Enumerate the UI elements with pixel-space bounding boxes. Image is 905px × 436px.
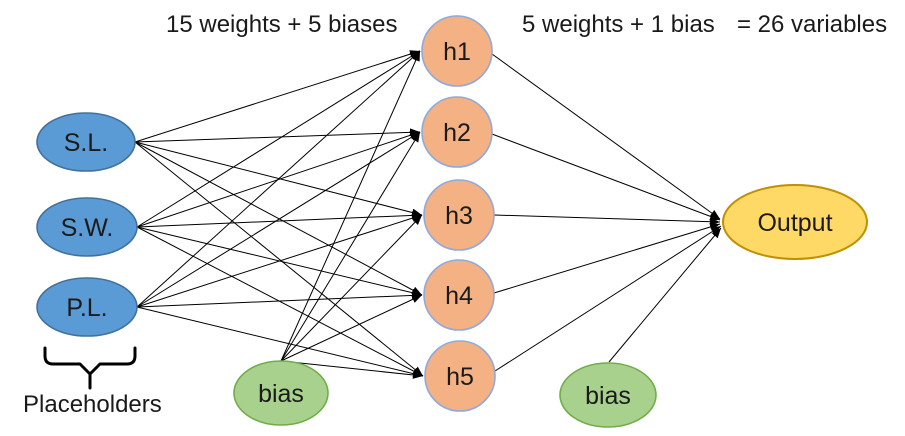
output-node	[722, 184, 868, 260]
edges-hidden-to-output	[491, 53, 722, 372]
output-params-annotation: 5 weights + 1 bias	[522, 11, 715, 38]
hidden-node-h4-label: h4	[445, 282, 473, 310]
hidden-node-h4	[423, 259, 495, 331]
edge-line	[491, 53, 721, 220]
hidden-node-h3-label: h3	[445, 202, 473, 230]
output-layer: Output	[722, 184, 868, 260]
edges-bias-to-hidden	[280, 50, 424, 379]
edge-line	[136, 291, 423, 308]
hidden-node-h2	[421, 96, 493, 168]
placeholders-brace	[43, 346, 137, 376]
edge-line	[136, 50, 421, 228]
edge-line	[134, 141, 424, 377]
edge-line	[493, 223, 721, 294]
edge-line	[280, 50, 421, 362]
edge-line	[280, 214, 423, 362]
edge-line	[608, 227, 722, 363]
hidden-node-h3	[423, 179, 495, 251]
hidden-node-h2-label: h2	[443, 119, 471, 147]
hidden-bias-label: bias	[258, 380, 304, 408]
hidden-node-h1-label: h1	[443, 38, 471, 66]
annotations: 15 weights + 5 biases 5 weights + 1 bias…	[23, 11, 887, 418]
placeholders-label: Placeholders	[23, 391, 162, 418]
total-variables-annotation: = 26 variables	[737, 11, 887, 38]
edge-line	[136, 214, 423, 308]
hidden-node-h5	[424, 340, 496, 412]
edge-line	[136, 211, 423, 228]
input-node-sl-label: S.L.	[64, 129, 108, 157]
edge-line	[280, 131, 421, 362]
input-node-pl-label: P.L.	[66, 294, 107, 322]
edge-line	[493, 214, 721, 226]
output-node-label: Output	[757, 209, 832, 237]
input-node-sw	[36, 197, 138, 257]
hidden-params-annotation: 15 weights + 5 biases	[166, 11, 397, 38]
edges-input-to-hidden	[134, 50, 424, 378]
output-bias-node	[559, 362, 657, 428]
edge-line	[280, 294, 423, 362]
edge-line	[134, 50, 421, 143]
output-bias-label: bias	[585, 382, 631, 410]
hidden-layer: h1 h2 h3 h4 h5	[421, 15, 496, 412]
hidden-node-h1	[421, 15, 493, 87]
edge-line	[134, 128, 421, 143]
input-node-pl	[36, 277, 138, 337]
input-layer: S.L. S.W. P.L.	[36, 112, 138, 337]
hidden-node-h5-label: h5	[446, 363, 474, 391]
edge-line	[136, 306, 424, 378]
edge-line	[491, 133, 721, 221]
edge-line	[136, 226, 424, 377]
edge-line	[134, 141, 423, 296]
input-node-sw-label: S.W.	[61, 214, 114, 242]
bias-nodes: bias bias	[233, 360, 657, 428]
hidden-bias-node	[233, 360, 329, 426]
edge-line	[494, 225, 722, 372]
edge-line	[136, 50, 421, 308]
edge-line	[280, 360, 424, 379]
edge-line	[136, 131, 421, 308]
input-node-sl	[36, 112, 136, 172]
